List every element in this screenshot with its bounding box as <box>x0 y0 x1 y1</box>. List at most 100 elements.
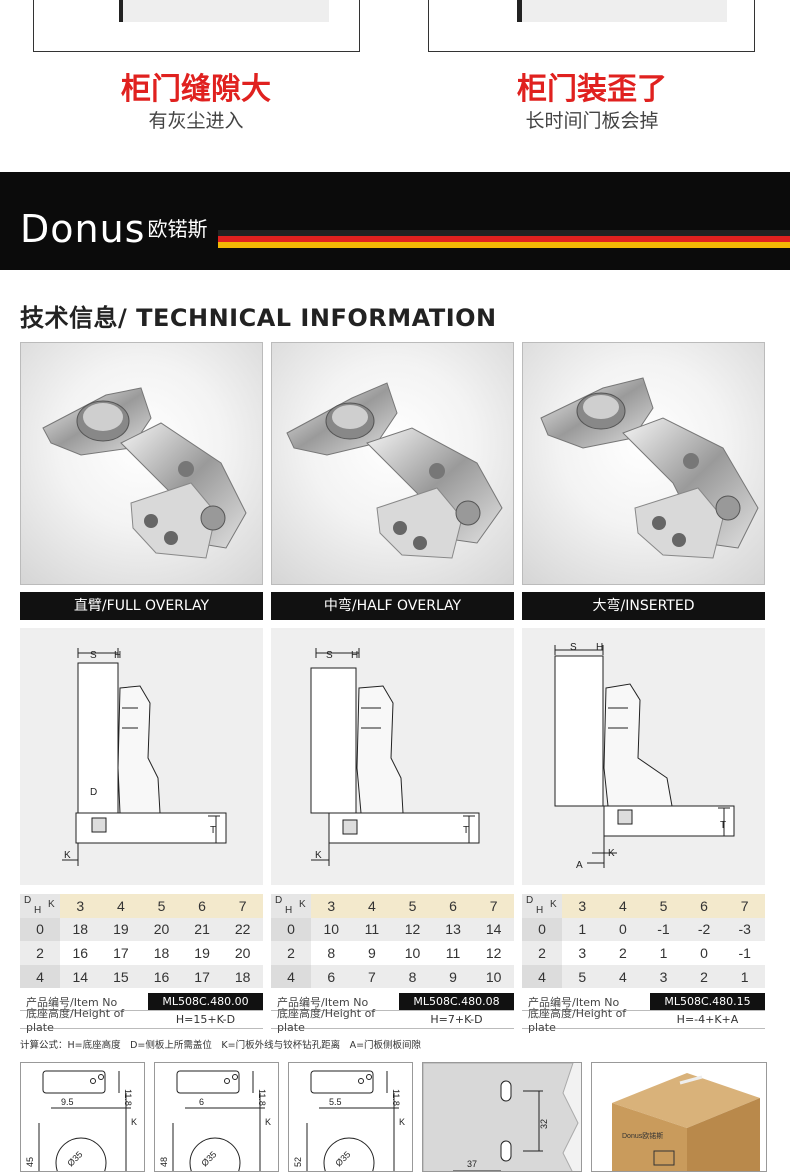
dim-offset: 6 <box>199 1097 204 1107</box>
item-info-half-overlay: 产品编号/Item No ML508C.480.08 底座高度/Height of… <box>271 993 514 1034</box>
label-s: S <box>570 642 577 653</box>
label-t: T <box>210 825 216 836</box>
dim-depth: 45 <box>25 1157 35 1167</box>
item-no: ML508C.480.00 <box>148 993 263 1010</box>
plate-height-label: 底座高度/Height of plate <box>277 1007 376 1034</box>
item-no-label: 产品编号/Item No <box>26 995 118 1009</box>
item-no-label: 产品编号/Item No <box>277 995 369 1009</box>
issue-title-gap: 柜门缝隙大 <box>121 72 271 107</box>
dim-horizontal: 37 <box>467 1159 477 1169</box>
box-brand: Donus欧锘斯 <box>622 1131 663 1140</box>
dim-k: K <box>131 1117 137 1127</box>
label-k: K <box>315 850 322 861</box>
table-header: 3 <box>76 897 85 914</box>
stripe-gold <box>218 242 790 248</box>
label-h: H <box>114 650 121 661</box>
hinge-image <box>540 377 759 559</box>
dim-height: 11.8 <box>123 1089 133 1106</box>
table-header: 5 <box>408 897 417 914</box>
brand-latin: Donus <box>20 207 146 251</box>
issue-subtitle-crooked: 长时间门板会掉 <box>525 110 659 132</box>
table-header: 6 <box>449 897 457 914</box>
cup-drawing-3: 5.5 11.8 K 52 Ø35 <box>288 1062 413 1172</box>
diagram-inserted: S H T K A <box>522 628 765 885</box>
dim-diameter: Ø35 <box>65 1149 84 1168</box>
issue-subtitle-gap: 有灰尘进入 <box>148 110 244 132</box>
mounting-plate-drawing: 32 37 <box>422 1062 582 1172</box>
label-k: K <box>64 850 71 861</box>
item-info-inserted: 产品编号/Item No ML508C.480.15 底座高度/Height of… <box>522 993 765 1034</box>
type-label-full-overlay: 直臂/FULL OVERLAY <box>20 592 263 620</box>
table-header: 3 <box>578 897 587 914</box>
item-no: ML508C.480.15 <box>650 993 765 1010</box>
type-label-half-overlay: 中弯/HALF OVERLAY <box>271 592 514 620</box>
dim-k: K <box>399 1117 405 1127</box>
plate-formula: H=-4+K+A <box>650 1011 765 1028</box>
formula-note: 计算公式：H=底座高度 D=侧板上所需盖位 K=门板外线与铰杯钻孔距离 A=门板… <box>20 1040 422 1051</box>
dim-offset: 9.5 <box>61 1097 74 1107</box>
table-header: 5 <box>157 897 166 914</box>
cabinet-door-gap <box>119 0 329 22</box>
label-d: D <box>90 787 97 798</box>
packaging-box: Donus欧锘斯 <box>591 1062 767 1172</box>
item-no-label: 产品编号/Item No <box>528 995 620 1009</box>
label-s: S <box>326 650 333 661</box>
diagram-full-overlay: S H D T K <box>20 628 263 885</box>
label-t: T <box>720 820 726 831</box>
dim-k: K <box>265 1117 271 1127</box>
stripe-black <box>218 230 790 236</box>
section-title: 技术信息/ TECHNICAL INFORMATION <box>20 304 497 332</box>
hinge-image <box>42 387 247 559</box>
label-h: H <box>351 650 358 661</box>
dim-depth: 52 <box>293 1157 303 1167</box>
table-header: 6 <box>700 897 708 914</box>
issue-title-crooked: 柜门装歪了 <box>517 72 667 107</box>
issue-image-gap <box>33 0 360 52</box>
type-label-inserted: 大弯/INSERTED <box>522 592 765 620</box>
label-t: T <box>463 825 469 836</box>
dim-diameter: Ø35 <box>333 1149 352 1168</box>
label-h: H <box>596 642 603 653</box>
plate-height-label: 底座高度/Height of plate <box>26 1007 125 1034</box>
brand-chinese: 欧锘斯 <box>147 217 208 241</box>
dim-diameter: Ø35 <box>199 1149 218 1168</box>
cup-drawing-1: 9.5 11.8 K 45 Ø35 <box>20 1062 145 1172</box>
dim-offset: 5.5 <box>329 1097 342 1107</box>
issue-image-crooked <box>428 0 755 52</box>
cabinet-door-crooked <box>517 0 727 22</box>
hinge-image <box>286 382 503 559</box>
label-a: A <box>576 860 583 871</box>
stripe-red <box>218 236 790 242</box>
dim-vertical: 32 <box>539 1119 549 1129</box>
table-header: 7 <box>238 897 247 914</box>
table-header: 4 <box>367 897 376 914</box>
plate-formula: H=15+K-D <box>148 1011 263 1028</box>
table-header: 7 <box>489 897 498 914</box>
table-header: 5 <box>659 897 668 914</box>
label-k: K <box>608 848 615 859</box>
diagram-half-overlay: S H T K <box>271 628 514 885</box>
hinge-photo-inserted <box>522 342 765 585</box>
table-header: 7 <box>740 897 749 914</box>
item-no: ML508C.480.08 <box>399 993 514 1010</box>
dim-depth: 48 <box>159 1157 169 1167</box>
table-header: 4 <box>116 897 125 914</box>
plate-height-label: 底座高度/Height of plate <box>528 1007 627 1034</box>
table-header: 6 <box>198 897 206 914</box>
plate-formula: H=7+K-D <box>399 1011 514 1028</box>
item-info-full-overlay: 产品编号/Item No ML508C.480.00 底座高度/Height of… <box>20 993 263 1034</box>
